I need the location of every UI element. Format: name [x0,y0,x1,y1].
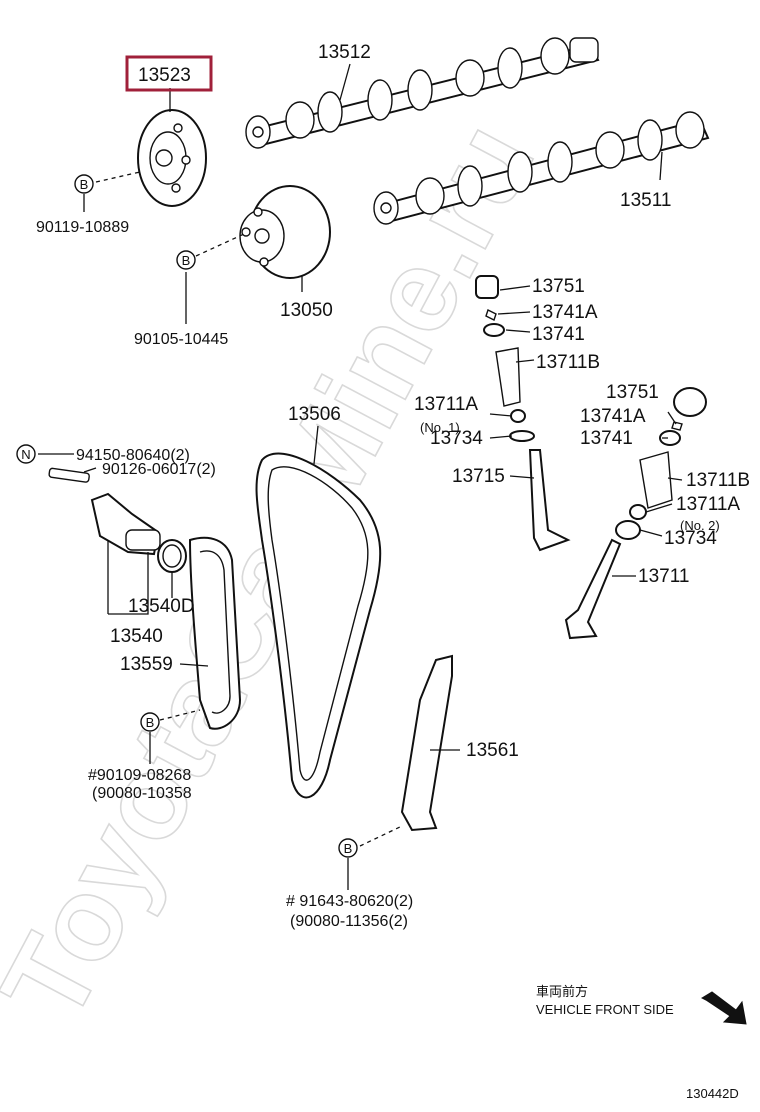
label-90119-10889[interactable]: 90119-10889 [36,219,129,236]
label-13559[interactable]: 13559 [120,654,173,675]
badge-90109: B [146,715,155,730]
label-13741A-b[interactable]: 13741A [580,406,646,427]
vvt-gear-13050[interactable] [239,185,331,279]
label-13523[interactable]: 13523 [138,65,191,86]
highlight-frame [125,55,213,92]
arrow-down-right-icon [700,991,747,1025]
label-13734-a[interactable]: 13734 [430,428,483,449]
label-13711A-b-sub: (No. 2) [680,518,720,533]
label-13711B-b[interactable]: 13711B [686,470,750,491]
label-13711[interactable]: 13711 [638,566,689,587]
label-13751-b[interactable]: 13751 [606,382,659,403]
diagram-code: 130442D [686,1086,739,1101]
vehicle-front-label-jp: 車両前方 [536,984,588,999]
label-13540D[interactable]: 13540D [128,596,195,617]
chain-slipper-13559[interactable] [188,536,242,730]
badge-90105: B [182,253,191,268]
vehicle-front-label-en: VEHICLE FRONT SIDE [536,1002,674,1017]
label-13511[interactable]: 13511 [620,190,671,211]
label-13711A-b[interactable]: 13711A [676,494,740,515]
chain-damper-13561[interactable] [400,654,453,832]
label-13751-a[interactable]: 13751 [532,276,585,297]
label-13512[interactable]: 13512 [318,42,371,63]
stud-bolt[interactable] [48,467,90,483]
label-13711A-a[interactable]: 13711A [414,394,478,415]
valve-group-2[interactable] [564,387,707,640]
chain-tensioner-13540[interactable] [90,492,161,556]
label-13741-a[interactable]: 13741 [532,324,585,345]
badges: B B N B B [16,174,358,858]
label-90080-10358: (90080-10358 [92,785,192,802]
gasket-13540D[interactable] [157,539,187,573]
label-90126-06017[interactable]: 90126-06017(2) [102,461,216,478]
label-13741A-a[interactable]: 13741A [532,302,598,323]
label-13711B-a[interactable]: 13711B [536,352,600,373]
label-90080-11356: (90080-11356(2) [290,913,408,930]
label-13506[interactable]: 13506 [288,404,341,425]
label-13711A-a-sub: (No. 1) [420,420,460,435]
vehicle-front-indicator: 車両前方 VEHICLE FRONT SIDE [536,984,747,1025]
label-13540[interactable]: 13540 [110,626,163,647]
label-90109-08268[interactable]: #90109-08268 [88,767,191,784]
leader-lines [38,63,683,890]
camshaft-13512[interactable] [245,37,600,149]
camshaft-13511[interactable] [373,111,710,225]
label-13561[interactable]: 13561 [466,740,519,761]
label-94150-80640[interactable]: 94150-80640(2) [76,447,190,464]
labels: 13523 13512 13511 90119-10889 13050 9010… [36,42,750,930]
label-13734-b[interactable]: 13734 [664,528,717,549]
badge-94150: N [21,447,30,462]
label-91643-80620[interactable]: # 91643-80620(2) [286,893,413,910]
badge-91643: B [344,841,353,856]
badge-90119: B [80,177,89,192]
label-90105-10445[interactable]: 90105-10445 [134,331,228,348]
label-13715[interactable]: 13715 [452,466,505,487]
timing-sprocket-13523[interactable] [137,109,207,207]
label-13050[interactable]: 13050 [280,300,333,321]
timing-chain-13506[interactable] [255,452,382,799]
label-13741-b[interactable]: 13741 [580,428,633,449]
valve-group-1[interactable] [475,275,571,552]
